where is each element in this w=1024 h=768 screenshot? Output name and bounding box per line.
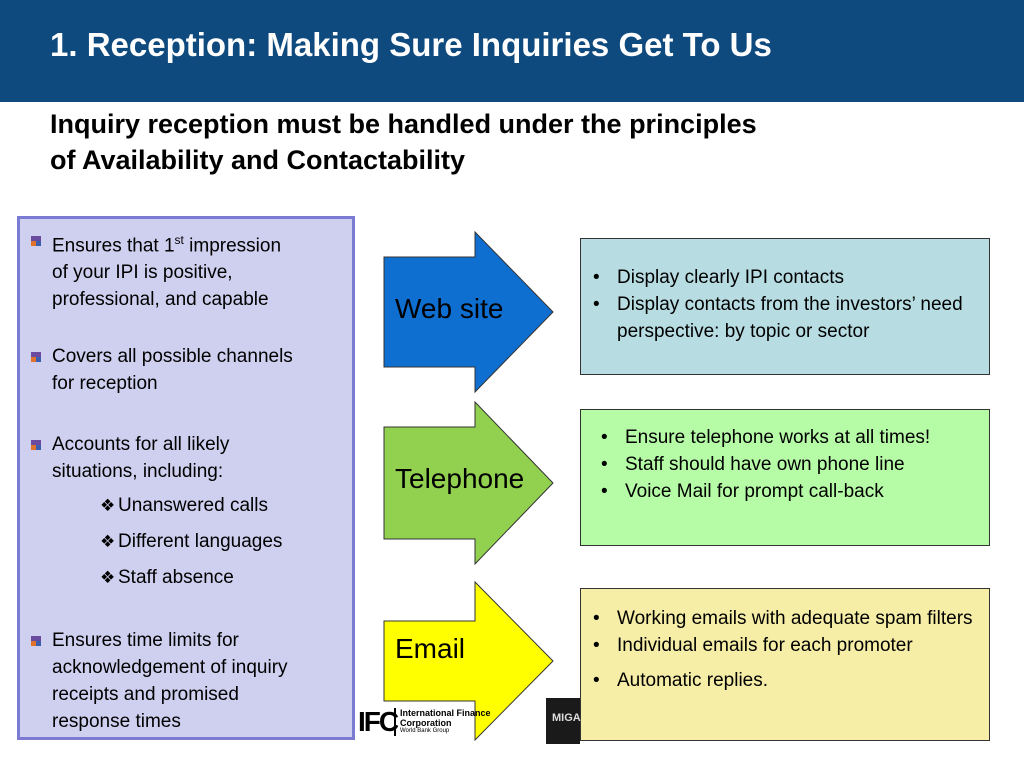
- telephone-arrow: Telephone: [383, 401, 555, 565]
- bullet-icon: [31, 636, 41, 646]
- title-bar: 1. Reception: Making Sure Inquiries Get …: [0, 0, 1024, 102]
- ifc-logo-mark: IFC: [358, 706, 399, 737]
- ifc-logo: IFC International Finance Corporation Wo…: [358, 706, 506, 737]
- slide-subtitle: Inquiry reception must be handled under …: [50, 106, 990, 178]
- channel-label-telephone: Telephone: [395, 463, 525, 494]
- website-action-item: Display contacts from the investors’ nee…: [581, 291, 989, 345]
- miga-logo-mark: MIGA: [552, 712, 581, 724]
- website-actions-box: Display clearly IPI contacts Display con…: [580, 238, 990, 375]
- subtitle-line-1: Inquiry reception must be handled under …: [50, 109, 757, 139]
- bullet-icon: [31, 352, 41, 362]
- sub-item-2: Different languages: [118, 531, 283, 552]
- principles-panel: Ensures that 1st impression of your IPI …: [17, 216, 355, 740]
- sub-item-1: Unanswered calls: [118, 495, 268, 516]
- subtitle-line-2: of Availability and Contactability: [50, 145, 466, 175]
- principle-item-4: Ensures time limits for acknowledgement …: [31, 627, 347, 735]
- telephone-actions-box: Ensure telephone works at all times! Sta…: [580, 409, 990, 546]
- diamond-bullet-icon: ❖: [100, 568, 116, 587]
- bullet-icon: [31, 236, 41, 246]
- email-arrow: Email: [383, 581, 555, 741]
- ifc-logo-name: International Finance Corporation: [400, 708, 491, 728]
- bullet-icon: [31, 440, 41, 450]
- website-arrow: Web site: [383, 231, 555, 393]
- telephone-action-item: Voice Mail for prompt call-back: [589, 478, 989, 505]
- email-action-item: Working emails with adequate spam filter…: [581, 605, 989, 632]
- email-actions-box: Working emails with adequate spam filter…: [580, 588, 990, 741]
- principle-item-2: Covers all possible channels for recepti…: [31, 343, 347, 397]
- sub-item-3: Staff absence: [118, 567, 234, 588]
- channel-label-email: Email: [395, 633, 466, 664]
- diamond-bullet-icon: ❖: [100, 496, 116, 515]
- website-action-item: Display clearly IPI contacts: [581, 264, 989, 291]
- email-action-item: Individual emails for each promoter: [581, 632, 989, 659]
- miga-logo: MIGA: [546, 698, 581, 744]
- ifc-logo-group: World Bank Group: [400, 728, 450, 734]
- diamond-bullet-icon: ❖: [100, 532, 116, 551]
- email-action-item: Automatic replies.: [581, 667, 989, 694]
- telephone-action-item: Staff should have own phone line: [589, 451, 989, 478]
- slide-title: 1. Reception: Making Sure Inquiries Get …: [50, 26, 772, 63]
- principle-item-1: Ensures that 1st impression of your IPI …: [31, 227, 347, 313]
- principle-item-3: Accounts for all likely situations, incl…: [31, 431, 347, 485]
- channel-label-website: Web site: [395, 293, 504, 324]
- telephone-action-item: Ensure telephone works at all times!: [589, 424, 989, 451]
